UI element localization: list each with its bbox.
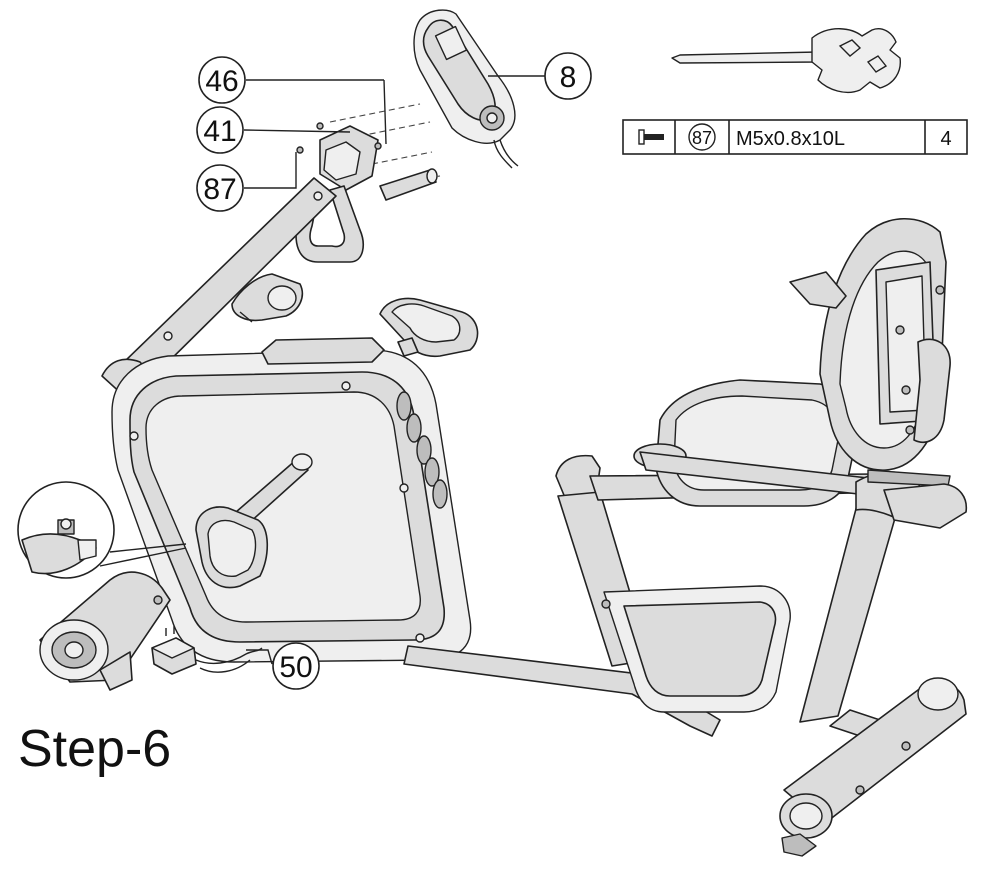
callout-50: 50	[246, 642, 320, 690]
bolt-icon	[638, 129, 664, 145]
callout-8: 8	[488, 52, 592, 100]
hand-pulse-grip	[231, 273, 304, 323]
console-part	[413, 9, 519, 169]
allen-wrench-icon	[671, 28, 901, 94]
callout-41-label: 41	[203, 115, 236, 148]
part-number-circle	[688, 123, 716, 151]
callout-46-label: 46	[205, 65, 238, 98]
step-label: Step-6	[18, 720, 171, 778]
detail-inset	[17, 481, 187, 579]
callout-50-label: 50	[279, 651, 312, 684]
flywheel-housing	[111, 337, 472, 663]
callout-87-label: 87	[203, 173, 236, 206]
seat-rail-housing	[601, 585, 791, 713]
table-description: M5x0.8x10L	[736, 128, 845, 150]
crank-and-pedals	[195, 297, 479, 589]
hardware-table: 87 M5x0.8x10L 4	[622, 119, 968, 155]
callout-87: 87	[196, 152, 297, 212]
table-part-number: 87	[692, 128, 712, 148]
front-stabilizer	[39, 571, 171, 691]
table-quantity: 4	[940, 128, 951, 150]
seat-assembly	[633, 217, 968, 529]
callout-41: 41	[196, 106, 351, 154]
handlebar-post	[295, 122, 438, 263]
rear-stabilizer	[779, 677, 967, 857]
callout-8-label: 8	[560, 61, 577, 94]
power-adapter	[151, 626, 263, 675]
callout-46: 46	[198, 56, 387, 145]
